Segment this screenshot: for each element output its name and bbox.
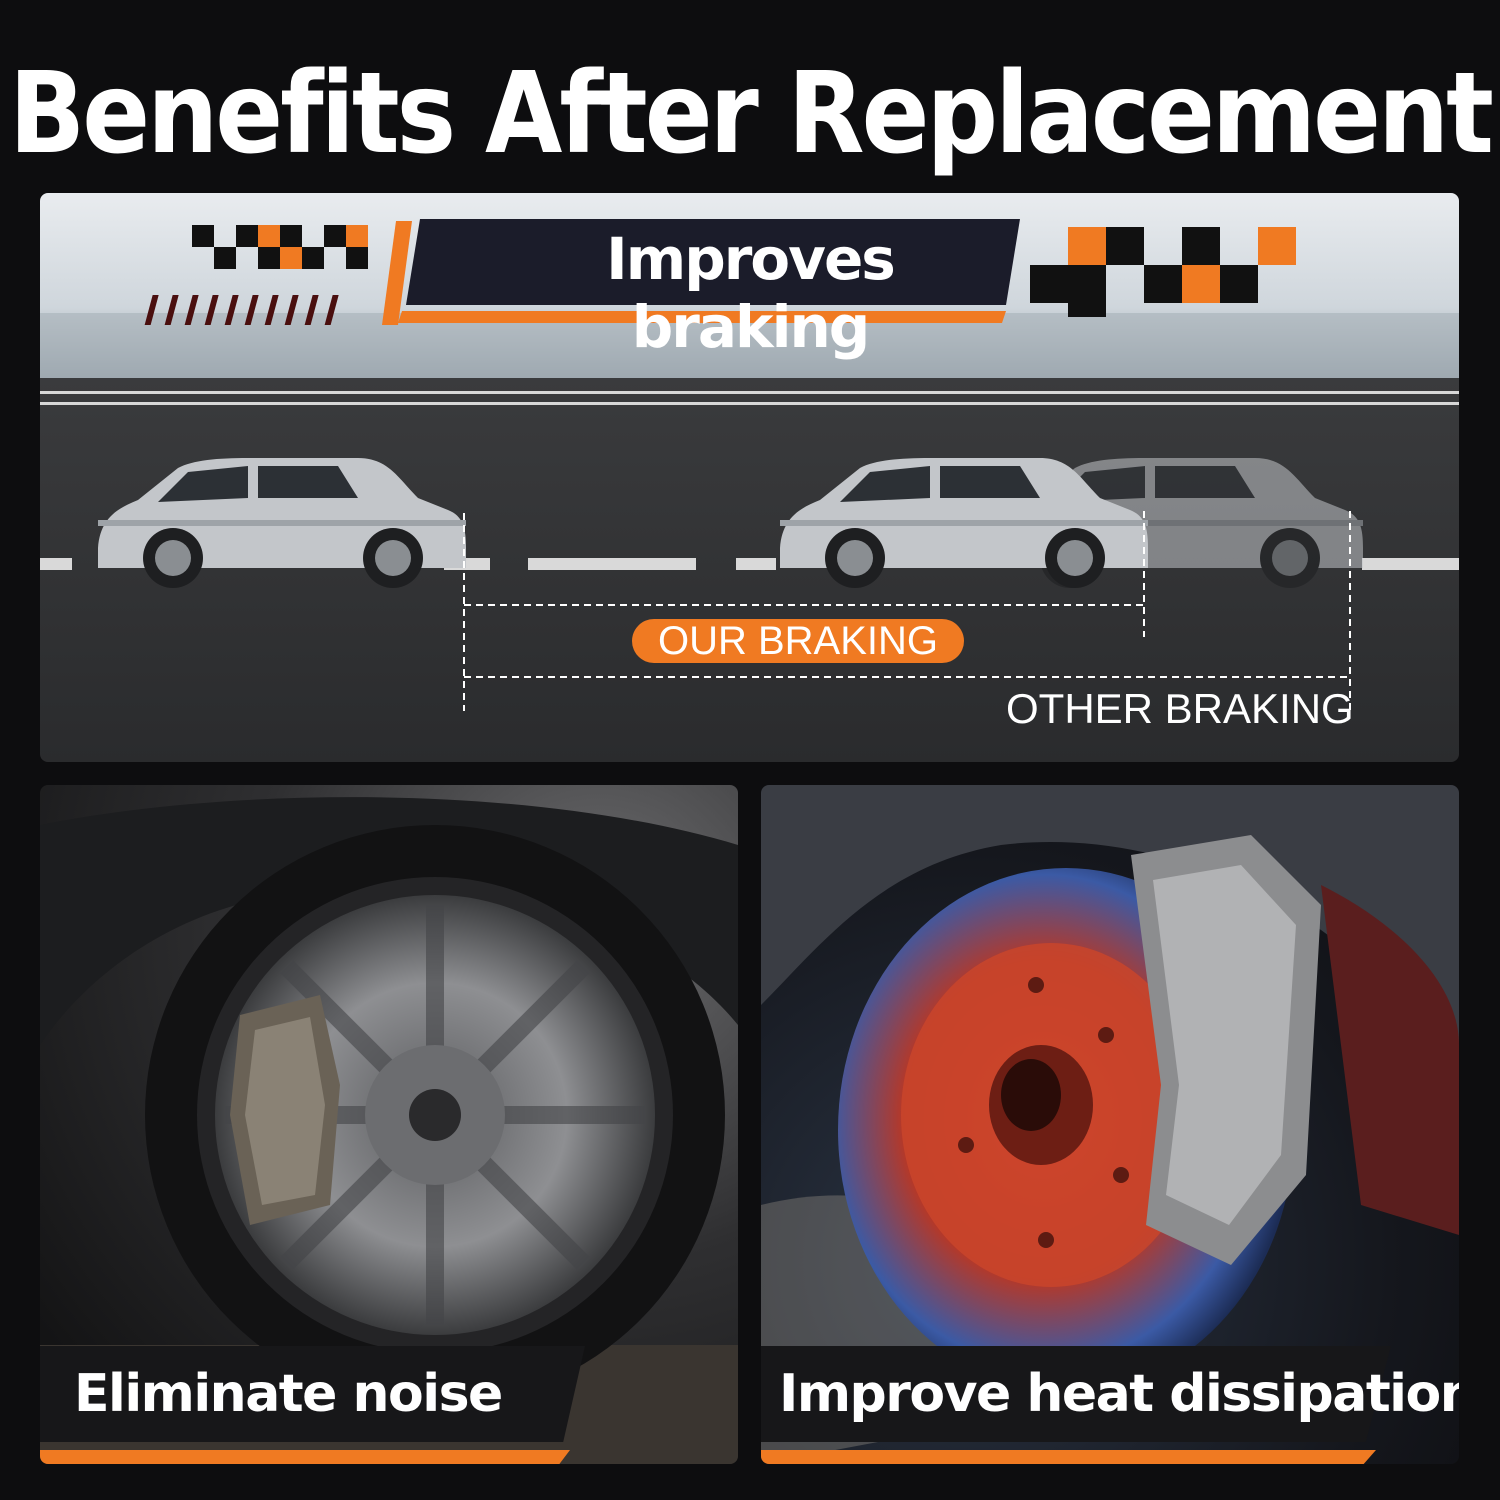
noise-caption: Eliminate noise [74,1364,503,1424]
heat-caption: Improve heat dissipation [779,1364,1459,1424]
our-braking-label: OUR BRAKING [632,619,964,663]
other-braking-label: OTHER BRAKING [1006,685,1354,732]
banner-title: Improves braking [606,225,896,361]
braking-scene [40,193,1459,762]
page-title: Benefits After Replacement [9,48,1494,180]
heat-panel: Improve heat dissipation [761,785,1459,1464]
braking-comparison-panel: Improves braking OUR BRAKING OTHER BRAKI… [40,193,1459,762]
noise-panel: Eliminate noise [40,785,738,1464]
